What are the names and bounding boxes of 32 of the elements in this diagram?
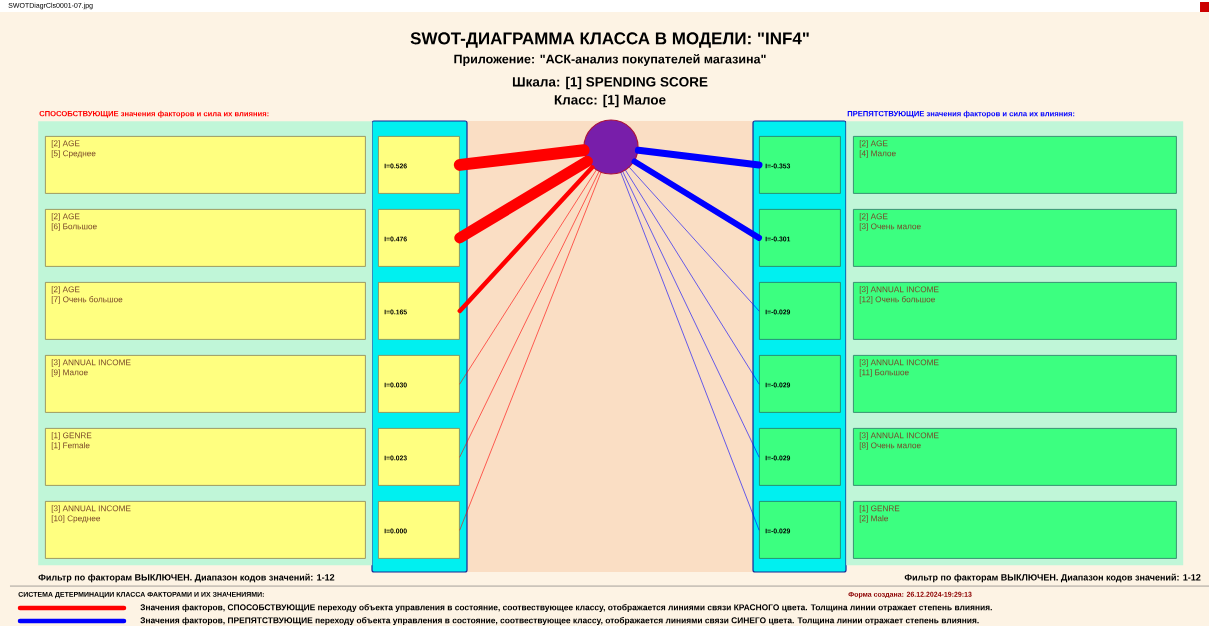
- link-line: [622, 171, 760, 458]
- scale-label: Шкала: [1] SPENDING SCORE: [512, 76, 708, 90]
- link-line: [625, 170, 760, 385]
- link-line: [629, 167, 760, 312]
- link-line: [459, 169, 597, 385]
- link-line: [457, 165, 595, 314]
- filter-note: Фильтр по факторам ВЫКЛЮЧЕН. Диапазон кодов значений: 1-12: [904, 573, 1201, 583]
- factor-box: [3] ANNUAL INCOME [12] Очень большое: [853, 282, 1177, 340]
- filter-note: Фильтр по факторам ВЫКЛЮЧЕН. Диапазон кодов значений: 1-12: [38, 573, 335, 583]
- class-circle: [583, 119, 639, 175]
- link-line: [454, 155, 593, 244]
- legend-text: Значения факторов, ПРЕПЯТСТВУЮЩИЕ переходу объекта управления в состояние, соотвествующее классу, отображается линиями связи СИНЕГО цвета. Толщина линии отражает степень влияния.: [140, 617, 979, 625]
- legend-text: Значения факторов, СПОСОБСТВУЮЩИЕ переходу объекта управления в состояние, соотвествующее классу, отображается линиями связи КРАСНОГО цвета. Толщина линии отражает степень влияния.: [140, 604, 992, 612]
- factor-box: [1] GENRE [1] Female: [45, 428, 366, 486]
- factor-box: [2] AGE [3] Очень малое: [853, 209, 1177, 267]
- factor-box: [3] ANNUAL INCOME [10] Среднее: [45, 501, 366, 559]
- factor-box: [3] ANNUAL INCOME [9] Малое: [45, 355, 366, 413]
- factor-box: [2] AGE [7] Очень большое: [45, 282, 366, 340]
- subtitle: Приложение: "АСК-анализ покупателей магазина": [454, 54, 766, 66]
- link-line: [459, 172, 602, 531]
- factor-box: [3] ANNUAL INCOME [8] Очень малое: [853, 428, 1177, 486]
- link-line: [620, 172, 760, 531]
- link-line: [459, 171, 600, 458]
- title: SWOT-ДИАГРАММА КЛАССА В МОДЕЛИ: "INF4": [410, 32, 809, 48]
- link-line: [631, 158, 762, 241]
- factor-box: [2] AGE [4] Малое: [853, 136, 1177, 194]
- factor-box: [1] GENRE [2] Male: [853, 501, 1177, 559]
- factor-box: [2] AGE [5] Среднее: [45, 136, 366, 194]
- factor-box: [2] AGE [6] Большое: [45, 209, 366, 267]
- link-line: [634, 146, 763, 169]
- link-line: [453, 144, 590, 171]
- factor-box: [3] ANNUAL INCOME [11] Большое: [853, 355, 1177, 413]
